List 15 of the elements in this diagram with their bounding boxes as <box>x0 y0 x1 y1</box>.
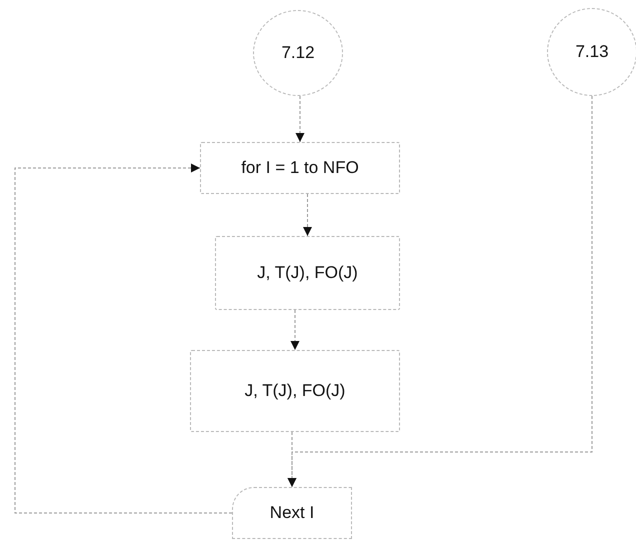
arrow <box>288 96 592 488</box>
arrow <box>303 194 312 236</box>
node-label: 7.12 <box>281 43 315 63</box>
process-box <box>232 487 352 539</box>
arrow <box>14 164 232 514</box>
process-box <box>200 142 400 194</box>
node-label: for I = 1 to NFO <box>241 158 359 178</box>
node-label: 7.13 <box>575 42 609 62</box>
node-label: J, T(J), FO(J) <box>244 381 346 401</box>
arrow <box>296 96 304 142</box>
arrow <box>290 310 300 350</box>
node-label: J, T(J), FO(J) <box>257 263 358 283</box>
process-box <box>190 350 400 432</box>
node-label: Next I <box>270 503 314 523</box>
process-box <box>215 236 400 310</box>
